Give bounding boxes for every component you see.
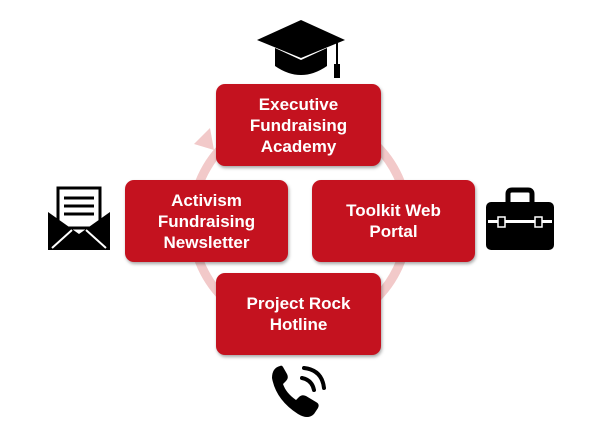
- node-label-left: Activism Fundraising Newsletter: [157, 190, 256, 252]
- phone-icon: [272, 365, 326, 417]
- project-rock-hotline-box: Project Rock Hotline: [216, 273, 381, 355]
- toolkit-web-portal-box: Toolkit Web Portal: [312, 180, 475, 262]
- activism-fundraising-newsletter-box: Activism Fundraising Newsletter: [125, 180, 288, 262]
- cycle-arrowhead: [194, 128, 214, 150]
- graduation-cap-icon: [257, 20, 345, 78]
- node-label-top: Executive Fundraising Academy: [249, 94, 348, 156]
- node-label-bottom: Project Rock Hotline: [246, 294, 351, 334]
- briefcase-icon: [486, 187, 554, 250]
- envelope-icon: [48, 186, 110, 250]
- executive-fundraising-academy-box: Executive Fundraising Academy: [216, 84, 381, 166]
- node-label-right: Toolkit Web Portal: [346, 201, 441, 241]
